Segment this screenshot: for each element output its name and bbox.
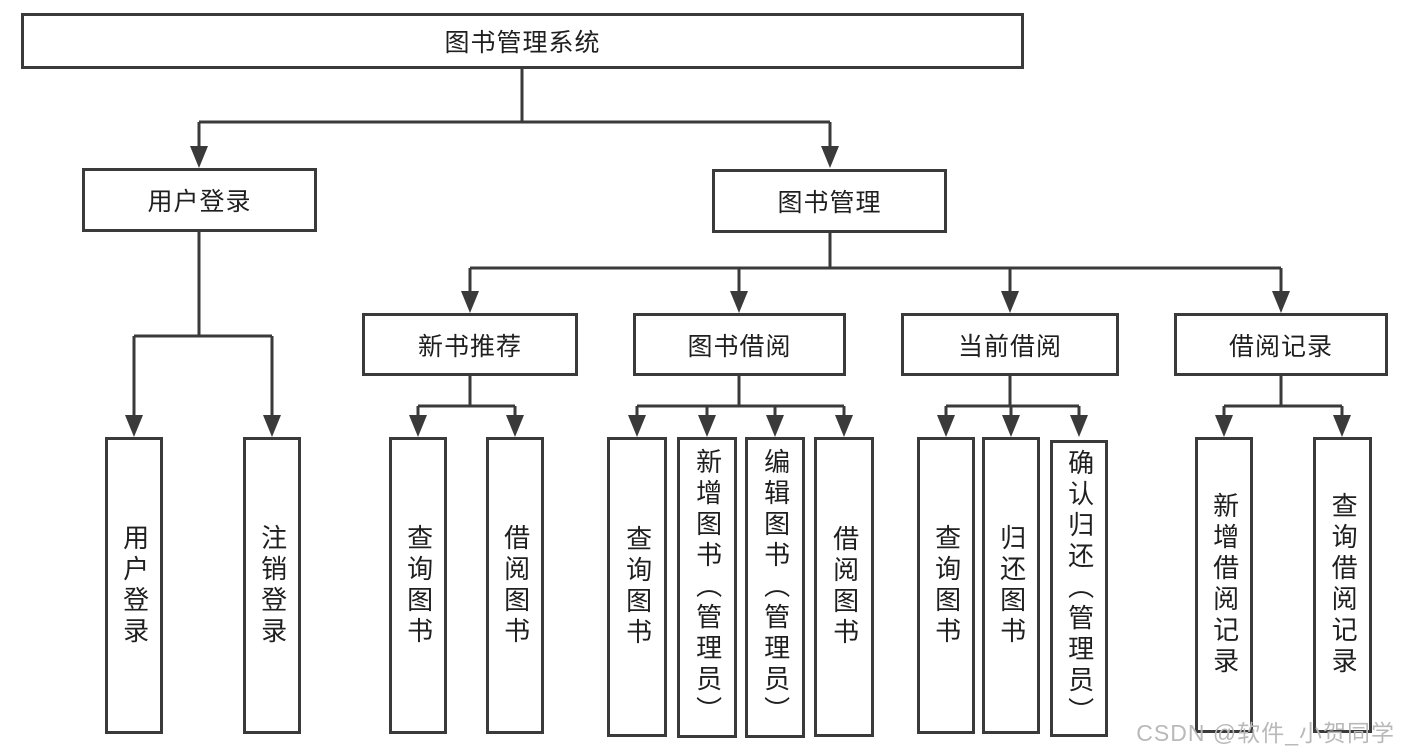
leaf-newbook-borrow: 借阅图书: [486, 437, 544, 734]
node-label: 用户登录: [147, 188, 252, 216]
node-label: 当前借阅: [957, 332, 1062, 361]
node-label: 查询借阅记录: [1328, 492, 1359, 678]
node-label: 借阅图书: [500, 523, 531, 648]
leaf-borrow-borrow: 借阅图书: [814, 437, 874, 737]
leaf-records-add: 新增借阅记录: [1195, 437, 1253, 733]
leaf-user-login: 用户登录: [105, 437, 163, 734]
node-label: 用户登录: [119, 523, 150, 648]
watermark: CSDN @软件_小贺同学: [1136, 720, 1395, 746]
node-label: 新书推荐: [417, 332, 522, 361]
node-book-management: 图书管理: [712, 169, 947, 233]
leaf-borrow-edit-admin: 编辑图书（管理员）: [745, 437, 805, 738]
node-label: 图书借阅: [687, 332, 792, 361]
node-user-login: 用户登录: [82, 168, 317, 232]
node-current-borrow: 当前借阅: [901, 313, 1119, 376]
arrowheads: [125, 146, 1351, 437]
leaf-current-return: 归还图书: [982, 437, 1040, 734]
node-new-book-recommend: 新书推荐: [362, 313, 578, 376]
node-label: 确认归还（管理员）: [1064, 449, 1095, 728]
node-label: 查询图书: [622, 525, 653, 649]
node-label: 查询图书: [403, 523, 434, 648]
node-root: 图书管理系统: [21, 13, 1024, 69]
node-label: 图书管理: [777, 189, 882, 217]
leaf-records-query: 查询借阅记录: [1313, 437, 1372, 733]
node-label: 归还图书: [996, 523, 1027, 648]
node-label: 图书管理系统: [444, 29, 601, 57]
node-label: 查询图书: [931, 523, 962, 648]
node-label: 新增借阅记录: [1209, 492, 1240, 678]
leaf-current-query: 查询图书: [917, 437, 975, 734]
node-label: 注销登录: [257, 523, 288, 648]
node-label: 编辑图书（管理员）: [760, 448, 791, 727]
leaf-newbook-query: 查询图书: [389, 437, 447, 734]
leaf-borrow-add-admin: 新增图书（管理员）: [677, 437, 737, 738]
node-label: 借阅记录: [1228, 332, 1333, 361]
node-borrow-records: 借阅记录: [1174, 313, 1388, 376]
leaf-logout: 注销登录: [243, 437, 301, 734]
node-label: 借阅图书: [829, 525, 860, 649]
node-label: 新增图书（管理员）: [692, 448, 723, 727]
leaf-current-confirm-admin: 确认归还（管理员）: [1050, 440, 1108, 737]
leaf-borrow-query: 查询图书: [607, 437, 667, 737]
node-book-borrow: 图书借阅: [633, 313, 846, 376]
